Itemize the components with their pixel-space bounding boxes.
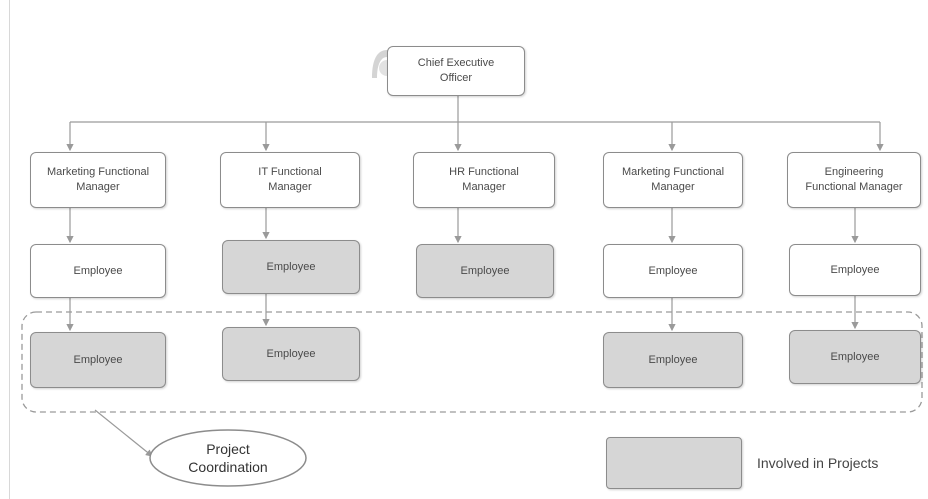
manager-label: Engineering Functional Manager xyxy=(805,166,903,193)
project-group-boundary xyxy=(21,311,923,413)
employee-box-involved: Employee xyxy=(222,240,360,294)
manager-label: IT Functional Manager xyxy=(258,166,322,193)
project-coordination-arrow xyxy=(94,409,153,457)
manager-box-hr: HR Functional Manager xyxy=(413,152,555,208)
legend-swatch xyxy=(606,437,742,489)
employee-label: Employee xyxy=(73,353,123,366)
manager-box-engineering: Engineering Functional Manager xyxy=(787,152,921,208)
employee-box-involved: Employee xyxy=(30,332,166,388)
employee-label: Employee xyxy=(460,264,510,277)
employee-box-involved: Employee xyxy=(789,330,921,384)
manager-box-it: IT Functional Manager xyxy=(220,152,360,208)
ceo-label: Chief Executive Officer xyxy=(417,57,495,84)
ceo-box: Chief Executive Officer xyxy=(387,46,525,96)
manager-label: Marketing Functional Manager xyxy=(621,166,725,193)
project-coordination-ellipse xyxy=(149,429,307,487)
employee-label: Employee xyxy=(266,347,316,360)
left-border-line xyxy=(9,0,10,499)
employee-box-involved: Employee xyxy=(222,327,360,381)
manager-label: Marketing Functional Manager xyxy=(46,166,150,193)
employee-box-involved: Employee xyxy=(603,332,743,388)
employee-label: Employee xyxy=(648,264,698,277)
legend-label: Involved in Projects xyxy=(757,455,879,471)
employee-label: Employee xyxy=(266,260,316,273)
manager-label: HR Functional Manager xyxy=(449,166,519,193)
manager-box-marketing-2: Marketing Functional Manager xyxy=(603,152,743,208)
employee-box-involved: Employee xyxy=(416,244,554,298)
employee-box: Employee xyxy=(603,244,743,298)
manager-box-marketing-1: Marketing Functional Manager xyxy=(30,152,166,208)
employee-label: Employee xyxy=(830,350,880,363)
employee-label: Employee xyxy=(830,263,880,276)
employee-label: Employee xyxy=(648,353,698,366)
employee-label: Employee xyxy=(73,264,123,277)
employee-box: Employee xyxy=(30,244,166,298)
employee-box: Employee xyxy=(789,244,921,296)
project-coordination-label: Project Coordination xyxy=(188,441,268,476)
